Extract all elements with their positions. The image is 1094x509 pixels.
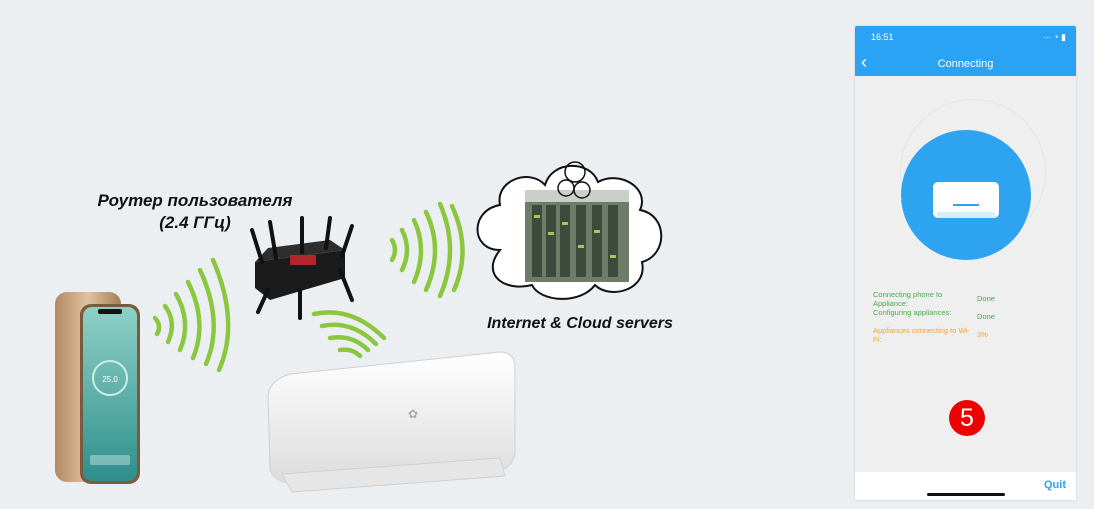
router-caption: Роутер пользователя (2.4 ГГц) xyxy=(60,190,330,234)
illustration: 25.0 xyxy=(55,161,663,493)
appliance-circle xyxy=(901,130,1031,260)
wifi-waves-router-cloud xyxy=(389,201,465,299)
status-icons: ∙∙∙ ◔ ▮ xyxy=(1043,32,1066,42)
router-caption-line1: Роутер пользователя xyxy=(97,191,293,210)
screen-title: Connecting xyxy=(937,58,994,70)
step-number-badge: 5 xyxy=(949,400,985,436)
step-value: Done xyxy=(977,294,995,303)
step-row: Appliances connecting to Wi-Fi: 3% xyxy=(873,326,1063,344)
cloud-servers-image xyxy=(476,161,663,300)
step-label: Configuring appliances: xyxy=(873,308,952,317)
step-value: Done xyxy=(977,312,995,321)
connection-steps: Connecting phone to Appliance: Done Conf… xyxy=(873,290,1063,344)
air-conditioner-icon xyxy=(933,182,999,218)
router-caption-line2: (2.4 ГГц) xyxy=(159,213,231,232)
router-image xyxy=(250,216,354,320)
status-time: 16:51 xyxy=(871,32,894,42)
cloud-caption: Internet & Cloud servers xyxy=(487,315,673,332)
home-indicator xyxy=(927,493,1005,496)
svg-text:✿: ✿ xyxy=(408,407,418,421)
wifi-waves-router-ac xyxy=(311,310,387,359)
smartphone-image: 25.0 xyxy=(55,292,140,484)
step-value: 3% xyxy=(977,330,988,339)
air-conditioner-image: ✿ xyxy=(267,351,516,493)
step-row: Configuring appliances: Done xyxy=(873,308,1063,326)
step-row: Connecting phone to Appliance: Done xyxy=(873,290,1063,308)
wifi-waves-phone-router xyxy=(152,257,231,373)
mini-phone-temp: 25.0 xyxy=(102,375,118,384)
quit-button[interactable]: Quit xyxy=(1044,479,1066,491)
app-footer: Quit xyxy=(855,472,1076,500)
step-label: Appliances connecting to Wi-Fi: xyxy=(873,326,970,344)
back-icon[interactable]: ‹ xyxy=(861,52,867,72)
step-label: Connecting phone to Appliance: xyxy=(873,290,943,308)
app-screen: 16:51 ∙∙∙ ◔ ▮ ‹ Connecting Connecting ph… xyxy=(855,26,1076,500)
app-header: 16:51 ∙∙∙ ◔ ▮ ‹ Connecting xyxy=(855,26,1076,76)
